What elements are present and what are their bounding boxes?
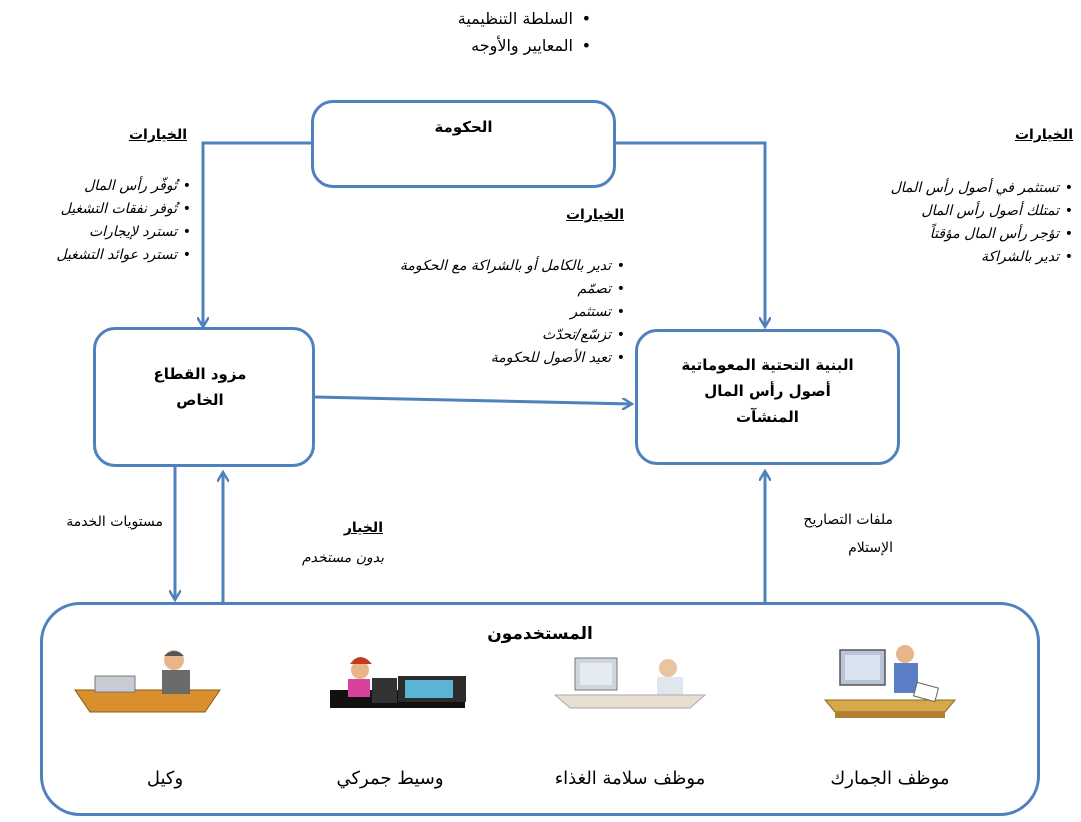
middle-options-heading: الخيارات (565, 207, 624, 223)
right-options-list: تستثمر في أصول رأس المال تمتلك أصول رأس … (891, 177, 1074, 269)
choice-heading: الخيار (343, 520, 383, 536)
option-item: تستثمر في أصول رأس المال (891, 177, 1074, 200)
private-provider-label-line2: الخاص (176, 391, 224, 409)
user-label-food-safety-officer: موظف سلامة الغذاء (554, 768, 706, 789)
arrow-provider-to-infra (314, 395, 632, 404)
top-bullets: السلطة التنظيمية المعايير والأوجه (458, 5, 592, 59)
right-options-heading: الخيارات (1014, 127, 1073, 143)
permits-label-line1: ملفات التصاريح (803, 512, 893, 528)
government-label: الحكومة (434, 118, 493, 136)
user-label-customs-officer: موظف الجمارك (830, 768, 950, 789)
option-item: تُوفر نفقات التشغيل (56, 198, 191, 221)
infrastructure-box (635, 329, 900, 465)
infrastructure-label-line1: البنية التحتية المعوماتية (681, 356, 854, 374)
service-levels-label: مستويات الخدمة (66, 514, 163, 530)
choice-text: بدون مستخدم (301, 550, 384, 566)
top-bullet: المعايير والأوجه (458, 32, 591, 59)
option-item: تؤجر رأس المال مؤقتاً (891, 223, 1074, 246)
option-item: تستثمر (400, 301, 625, 324)
infrastructure-label-line2: أصول رأس المال (704, 382, 831, 400)
option-item: تدير بالكامل أو بالشراكة مع الحكومة (400, 255, 625, 278)
option-item: تصمّم (400, 278, 626, 301)
left-options-heading: الخيارات (128, 127, 187, 143)
permits-label-line2: الإستلام (848, 540, 893, 556)
government-box (311, 100, 616, 188)
option-item: تدير بالشراكة (891, 246, 1073, 269)
user-label-agent: وكيل (146, 768, 184, 789)
option-item: تسترد عوائد التشغيل (56, 244, 191, 267)
user-label-customs-broker: وسيط جمركي (336, 768, 444, 789)
private-provider-box (93, 327, 315, 467)
middle-options-list: تدير بالكامل أو بالشراكة مع الحكومة تصمّ… (400, 255, 625, 370)
option-item: تُوفّر رأس المال (56, 175, 191, 198)
arrow-gov-to-provider (203, 141, 313, 327)
top-bullet: السلطة التنظيمية (458, 5, 592, 32)
private-provider-label-line1: مزود القطاع (153, 365, 247, 383)
option-item: تزسّع/تحدّث (400, 324, 625, 347)
option-item: تسترد لإيجارات (56, 221, 191, 244)
option-item: تعيد الأصول للحكومة (400, 347, 625, 370)
users-heading: المستخدمون (487, 624, 593, 644)
infrastructure-label-line3: المنشآت (736, 408, 799, 426)
option-item: تمتلك أصول رأس المال (891, 200, 1073, 223)
left-options-list: تُوفّر رأس المال تُوفر نفقات التشغيل تست… (56, 175, 191, 267)
arrow-gov-to-infra (613, 141, 765, 327)
